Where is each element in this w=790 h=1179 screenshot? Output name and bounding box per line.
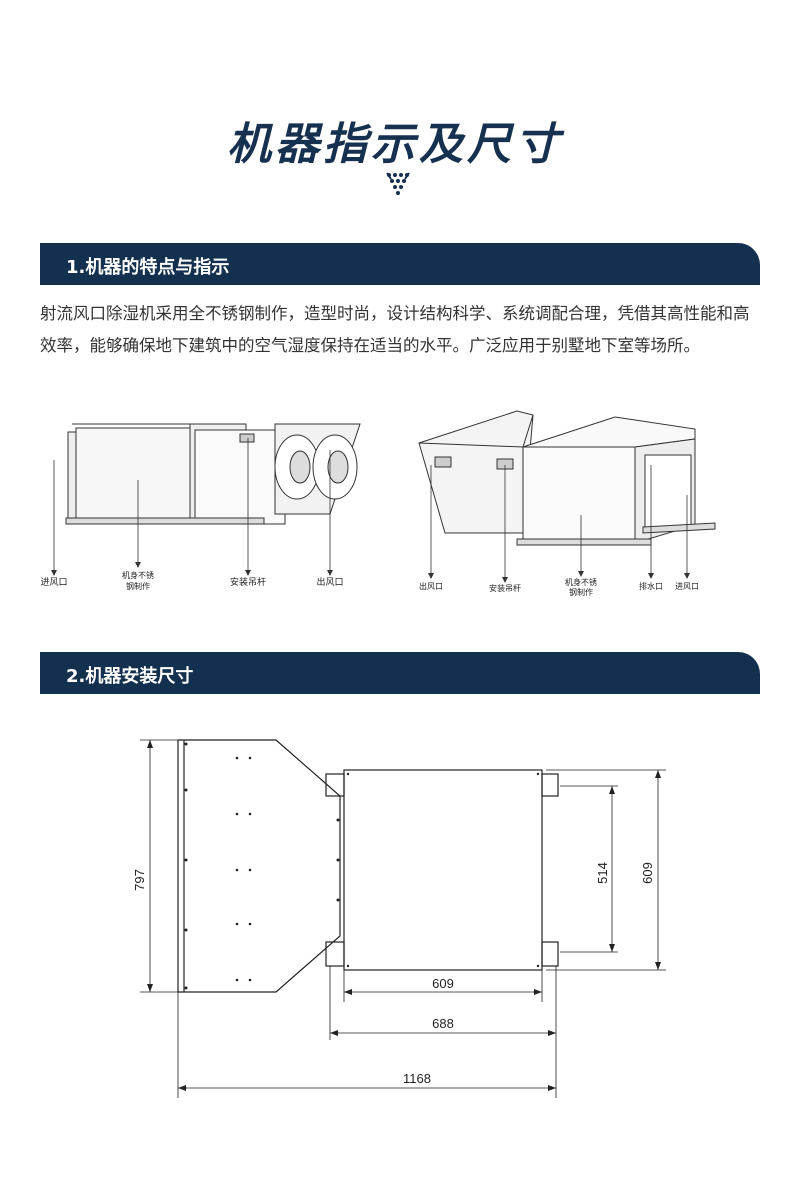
- dim-inner-height: 514: [595, 862, 610, 884]
- label-hanger: 安装吊杆: [489, 583, 521, 593]
- dim-height-total: 797: [132, 869, 147, 891]
- section-2-heading: 2.机器安装尺寸: [66, 666, 194, 687]
- section-2-header: 2.机器安装尺寸: [40, 652, 760, 694]
- label-inlet: 进风口: [675, 582, 699, 591]
- label-outlet: 出风口: [419, 581, 443, 591]
- dim-outer-height: 609: [640, 862, 655, 884]
- dim-total-length: 1168: [403, 1071, 431, 1086]
- section-1-description: 射流风口除湿机采用全不锈钢制作，造型时尚，设计结构科学、系统调配合理，凭借其高性…: [40, 304, 750, 355]
- dim-body-width: 609: [432, 976, 454, 991]
- dim-frame-width: 688: [432, 1016, 454, 1031]
- diagram-left: 进风口 机身不锈 钢制作 安装吊杆 出风口: [40, 423, 361, 591]
- brand-logo-icon: [386, 172, 410, 195]
- label-outlet: 出风口: [316, 576, 343, 587]
- label-inlet: 进风口: [40, 577, 67, 587]
- label-body-line2: 钢制作: [569, 587, 593, 597]
- diagram-right: 出风口 安装吊杆 机身不锈 钢制作 排水口 进风口: [418, 410, 716, 597]
- page-title: 机器指示及尺寸: [227, 119, 563, 170]
- label-body-line2: 钢制作: [126, 581, 150, 591]
- label-body-line1: 机身不锈: [565, 577, 597, 587]
- label-body-line1: 机身不锈: [122, 570, 154, 580]
- label-hanger: 安装吊杆: [230, 576, 266, 587]
- label-drain: 排水口: [639, 581, 663, 591]
- section-1-heading: 1.机器的特点与指示: [66, 257, 230, 278]
- dimension-drawing: 797 514 609 609 688 1168: [132, 739, 666, 1098]
- section-1-header: 1.机器的特点与指示: [40, 243, 760, 285]
